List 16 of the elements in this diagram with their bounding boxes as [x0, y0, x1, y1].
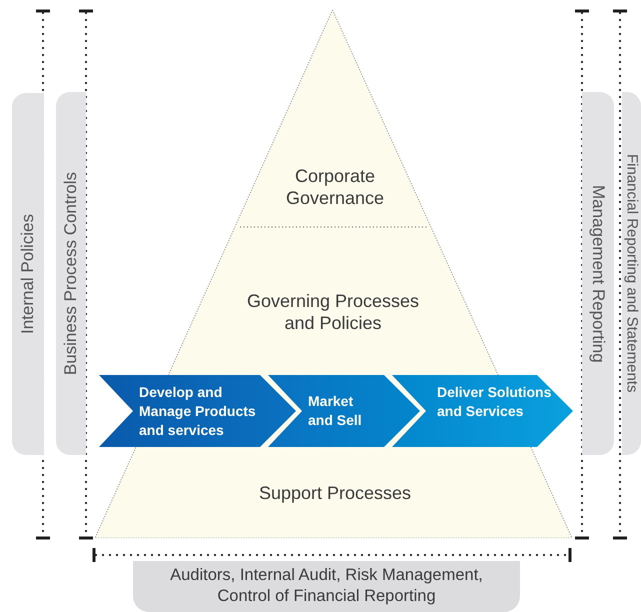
pyramid-label: Corporate Governance	[284, 165, 386, 209]
process-label: Deliver Solutions and Services	[437, 383, 552, 421]
process-label: Market and Sell	[308, 392, 363, 430]
tab-label: Internal Policies	[17, 214, 38, 334]
tab-label: Management Reporting	[588, 184, 609, 362]
process-label: Develop and Manage Products and services	[139, 383, 257, 440]
tab-label: Auditors, Internal Audit, Risk Management, Control of Financial Reporting	[169, 565, 484, 607]
pyramid-label: Support Processes	[258, 482, 412, 504]
category-tab	[582, 92, 614, 455]
category-tab	[56, 92, 86, 455]
tab-label: Business Process Controls	[60, 172, 81, 376]
tab-label: Financial Reporting and Statements	[622, 154, 640, 393]
category-tab	[12, 93, 44, 455]
category-tab	[622, 92, 641, 455]
category-tab	[133, 561, 520, 612]
pyramid-label: Governing Processes and Policies	[246, 290, 420, 334]
